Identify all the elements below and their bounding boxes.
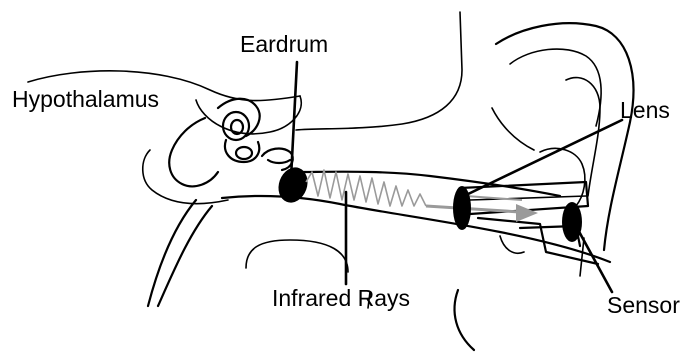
sensor-label: Sensor <box>607 294 680 317</box>
inner-ear <box>143 99 293 204</box>
infrared-rays-label: Infrared Rays <box>272 287 410 310</box>
hypothalamus-label: Hypothalamus <box>12 88 159 111</box>
eardrum-leader <box>291 62 297 178</box>
eardrum-label: Eardrum <box>240 33 328 56</box>
lens-label: Lens <box>620 99 670 122</box>
eardrum-shape <box>274 163 313 206</box>
sensor-shape <box>562 202 582 242</box>
